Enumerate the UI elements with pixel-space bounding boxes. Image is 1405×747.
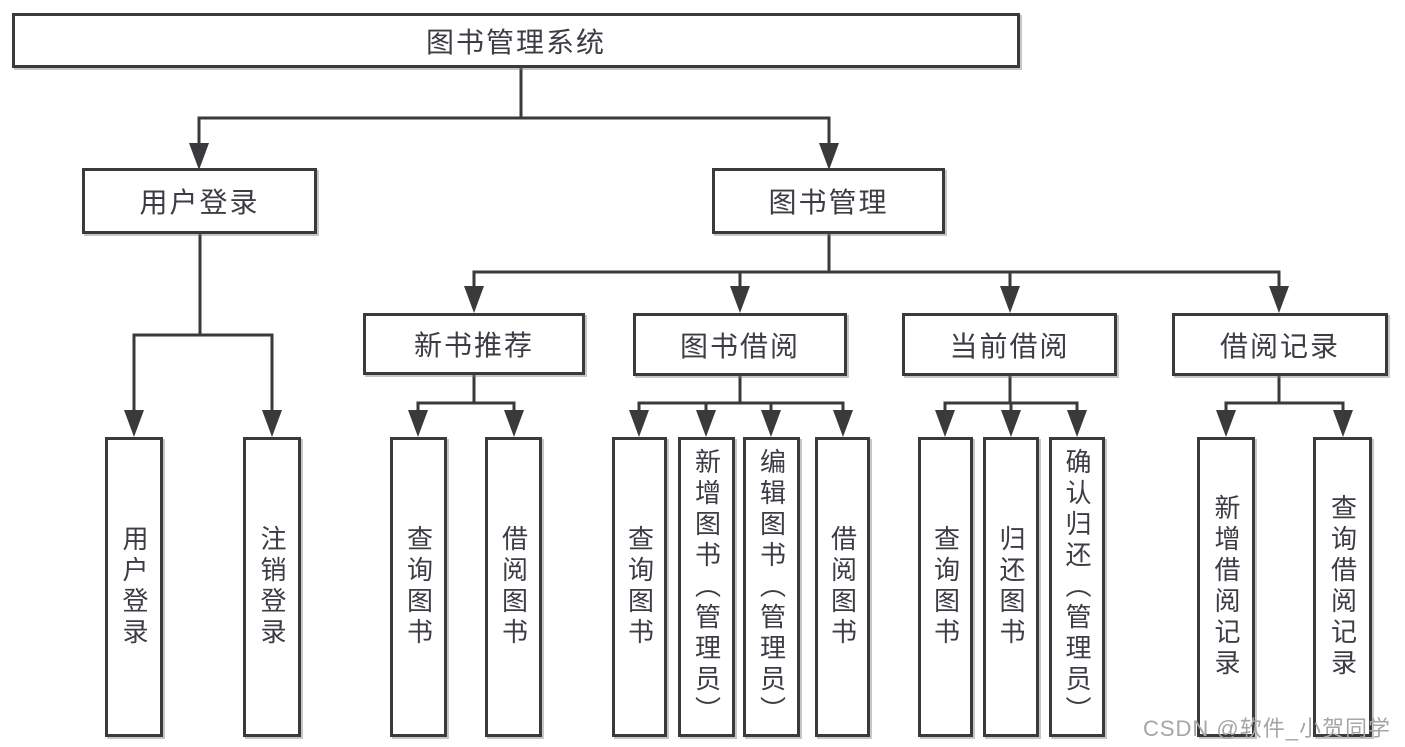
node-label: 用户登录 [119,525,149,649]
node-label: 查询图书 [403,525,434,649]
node-label: 确认归还（管理员） [1062,447,1092,727]
arrowheads [124,143,1353,437]
leaf-logout: 注销登录 [243,437,301,737]
leaf-borrow-books-recommend: 借阅图书 [485,437,542,737]
leaf-user-login: 用户登录 [105,437,163,737]
node-label: 借阅图书 [827,525,858,649]
node-label: 新增借阅记录 [1211,494,1241,680]
node-borrowing-records: 借阅记录 [1172,313,1388,376]
node-label: 图书管理 [768,187,889,218]
leaf-edit-book-admin: 编辑图书（管理员） [743,437,800,737]
csdn-watermark: CSDN @软件_小贺同学 [1142,716,1391,741]
node-label: 编辑图书（管理员） [756,447,787,727]
node-label: 借阅图书 [498,525,529,649]
node-label: 注销登录 [257,525,287,649]
node-book-management: 图书管理 [712,168,945,234]
node-label: 图书借阅 [679,330,800,362]
node-user-login: 用户登录 [82,168,317,234]
leaf-query-books-recommend: 查询图书 [390,437,447,737]
leaf-confirm-return-admin: 确认归还（管理员） [1049,437,1105,737]
node-label: 查询借阅记录 [1327,494,1358,680]
leaf-query-books-current: 查询图书 [918,437,973,737]
node-library-management-system: 图书管理系统 [12,13,1020,68]
leaf-add-borrow-record: 新增借阅记录 [1197,437,1255,737]
leaf-query-books-borrowing: 查询图书 [612,437,667,737]
leaf-query-borrow-record: 查询借阅记录 [1313,437,1372,737]
leaf-return-books: 归还图书 [983,437,1039,737]
node-label: 图书管理系统 [425,26,606,58]
node-label: 用户登录 [139,187,260,218]
node-label: 新书推荐 [413,330,534,361]
node-label: 当前借阅 [949,330,1070,362]
node-book-borrowing: 图书借阅 [633,313,847,376]
leaf-add-book-admin: 新增图书（管理员） [678,437,735,737]
node-new-book-recommendation: 新书推荐 [363,313,585,375]
node-current-borrowing: 当前借阅 [902,313,1117,376]
node-label: 查询图书 [930,525,961,649]
node-label: 新增图书（管理员） [691,447,722,727]
leaf-borrow-books-borrowing: 借阅图书 [815,437,870,737]
node-label: 归还图书 [996,525,1026,649]
node-label: 查询图书 [624,525,655,649]
node-label: 借阅记录 [1219,330,1340,362]
